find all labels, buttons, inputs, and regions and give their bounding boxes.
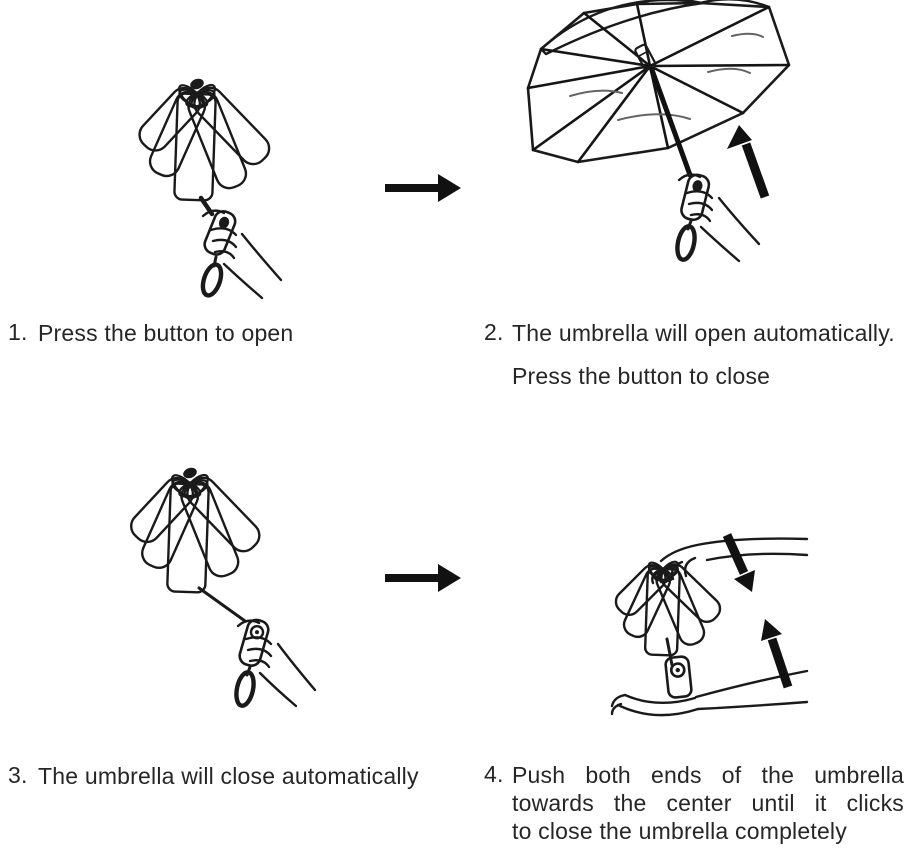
top-hand-icon (651, 537, 809, 585)
open-umbrella-illustration (526, 0, 791, 263)
hand-icon (201, 209, 283, 300)
collapse-umbrella-illustration (610, 533, 809, 717)
arrow-right-icon (385, 564, 461, 592)
step-1-number: 1. (8, 319, 28, 345)
umbrella-handle (238, 618, 270, 667)
step-2-caption: 2. The umbrella will open automatically.… (484, 319, 904, 390)
folded-umbrella-step1-illustration (138, 78, 283, 300)
umbrella-handle (664, 655, 693, 699)
umbrella-canopy (526, 1, 791, 164)
wrist-strap (234, 665, 256, 708)
hand-icon (677, 173, 761, 263)
step-1-text: Press the button to open (38, 320, 294, 346)
umbrella-tip (190, 78, 204, 90)
step-1-caption: 1. Press the button to open (8, 319, 448, 347)
step-4-text-line-3: to close the umbrella completely (512, 818, 847, 844)
umbrella-tip (183, 467, 197, 479)
open-close-button (692, 180, 703, 193)
arrow-up-icon (761, 619, 793, 689)
step-4-text-line-2: towards the center until it clicks (512, 790, 904, 816)
step-3-number: 3. (8, 762, 28, 788)
open-close-button (218, 216, 230, 229)
step-2-number: 2. (484, 319, 504, 345)
step-4-number: 4. (484, 761, 504, 787)
arrow-right-icon (385, 174, 461, 202)
step-3-text: The umbrella will close automatically (38, 763, 419, 789)
hand-icon (236, 619, 317, 708)
step-3-caption: 3. The umbrella will close automatically (8, 762, 458, 790)
step-4-text-line-1: Push both ends of the umbrella (512, 762, 904, 788)
step-2-text-line-2: Press the button to close (512, 363, 771, 389)
wrist-strap (675, 219, 697, 262)
arrow-up-icon (727, 125, 770, 199)
open-close-button (669, 662, 686, 678)
umbrella-handle (680, 173, 711, 222)
umbrella-handle (203, 209, 237, 256)
arrow-down-icon (722, 533, 755, 592)
wrist-strap (200, 255, 224, 298)
step-2-text-line-1: The umbrella will open automatically. (512, 320, 895, 346)
step-4-caption: 4. Push both ends of the umbrella toward… (484, 761, 904, 845)
bottom-hand-icon (610, 669, 809, 717)
folded-umbrella-step3-illustration (130, 467, 317, 708)
